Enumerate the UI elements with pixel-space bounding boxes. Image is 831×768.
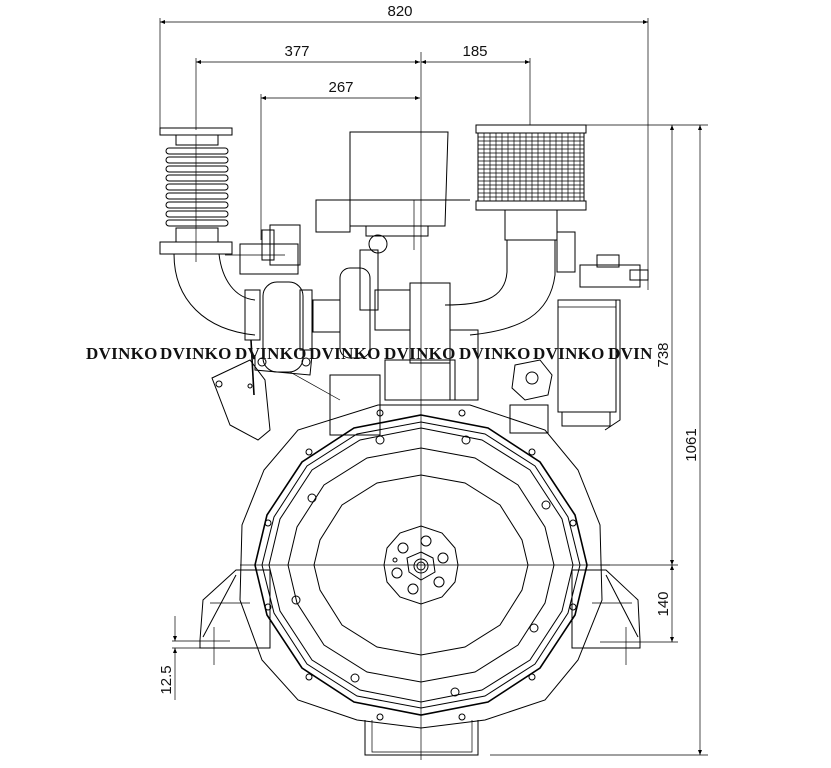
- watermark-text: DVINKO: [459, 344, 531, 363]
- dimension-overall-width: 820: [159, 3, 649, 290]
- dimension-center-to-air-filter: 185: [421, 43, 531, 125]
- watermark-text: DVINKO: [384, 344, 456, 363]
- watermark-text: DVIN: [608, 344, 653, 363]
- air-filter: [444, 124, 587, 336]
- dim-label-185: 185: [462, 43, 487, 60]
- dim-label-738: 738: [655, 342, 672, 367]
- watermark: DVINKO DVINKO DVINKO DVINKO DVINKO DVINK…: [86, 344, 653, 363]
- watermark-text: DVINKO: [533, 344, 605, 363]
- air-filter-mesh: [478, 133, 584, 201]
- bellows-convolutions: [165, 147, 229, 227]
- dimension-height-140: 140: [600, 564, 678, 643]
- top-housing: [315, 131, 470, 364]
- dim-label-267: 267: [328, 79, 353, 96]
- dimension-height-1061: 1061: [490, 125, 708, 756]
- fuel-filter: [509, 254, 649, 434]
- dim-label-1061: 1061: [683, 428, 700, 461]
- watermark-text: DVINKO: [86, 344, 158, 363]
- dim-label-12-5: 12.5: [158, 665, 175, 694]
- watermark-text: DVINKO: [235, 344, 307, 363]
- dimension-height-738: 738: [585, 124, 708, 565]
- dimension-turbo-to-center: 267: [260, 79, 420, 240]
- dimension-exhaust-to-center: 377: [195, 43, 420, 130]
- dim-label-820: 820: [387, 3, 412, 20]
- watermark-text: DVINKO: [309, 344, 381, 363]
- flywheel: [254, 409, 588, 721]
- dimension-foot-12-5: 12.5: [158, 616, 230, 700]
- turbocharger: [225, 224, 371, 396]
- dim-label-377: 377: [284, 43, 309, 60]
- flywheel-housing: [199, 404, 641, 756]
- dim-label-140: 140: [655, 591, 672, 616]
- watermark-text: DVINKO: [160, 344, 232, 363]
- exhaust-bellows: [159, 127, 256, 336]
